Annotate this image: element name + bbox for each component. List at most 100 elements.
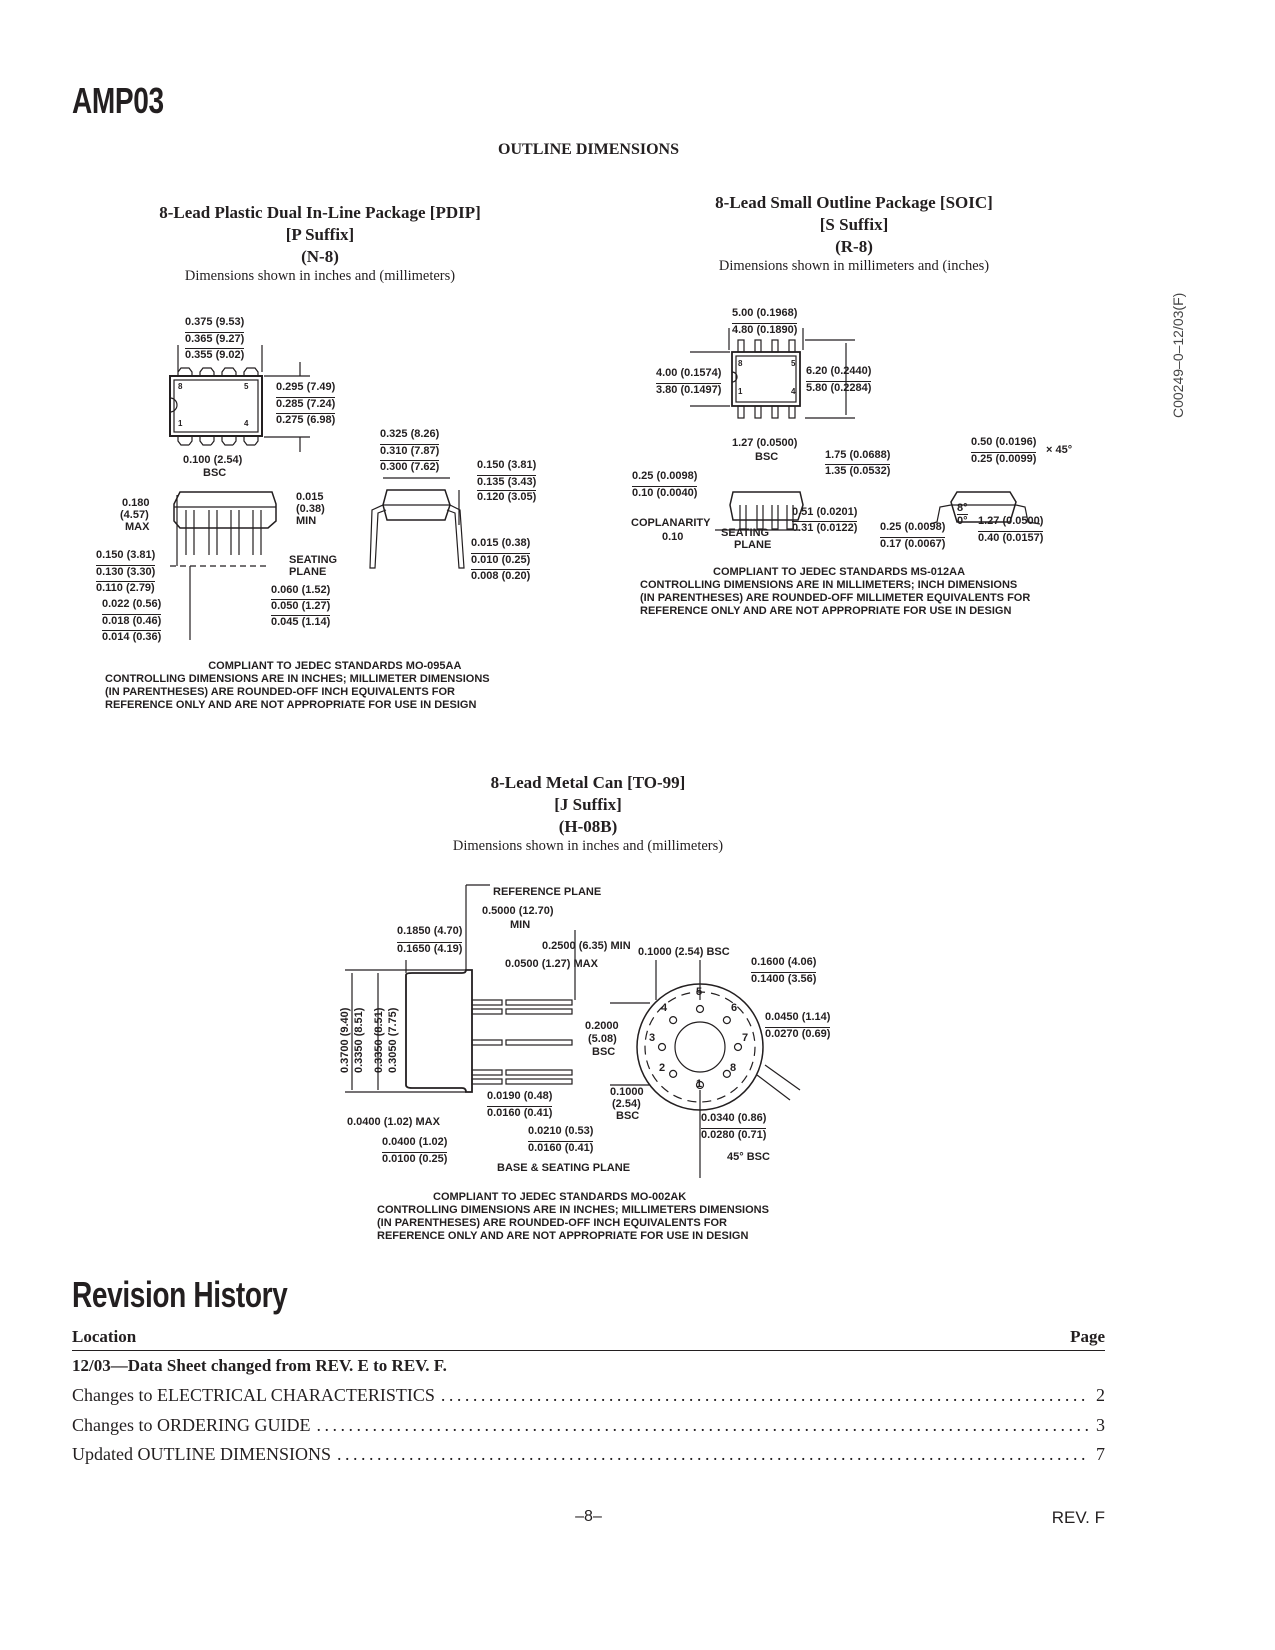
- revision-entry: Changes to ORDERING GUIDE...............…: [72, 1415, 1105, 1435]
- page-number: –8–: [575, 1508, 602, 1525]
- to99-dimension-label: 1: [696, 1078, 703, 1090]
- to99-dimension-label: 8: [730, 1062, 737, 1074]
- to99-dimension-label: 7: [742, 1032, 749, 1044]
- to99-dimension-label: 45° BSC: [727, 1151, 770, 1163]
- soic-dimension-label: 8°: [957, 502, 968, 514]
- soic-dimension-label: 4.00 (0.1574): [656, 367, 722, 379]
- to99-note-line: REFERENCE ONLY AND ARE NOT APPROPRIATE F…: [377, 1230, 749, 1242]
- pdip-dimension-label: 5: [244, 382, 249, 391]
- pdip-dimension-label: 0.008 (0.20): [471, 569, 531, 582]
- to99-dimension-label: 0.1850 (4.70): [397, 925, 463, 937]
- pdip-dimension-label: 0.310 (7.87): [380, 444, 440, 457]
- to99-dimension-label: 0.1400 (3.56): [751, 972, 817, 985]
- pdip-dimension-label: 0.300 (7.62): [380, 460, 440, 473]
- soic-note-jedec: COMPLIANT TO JEDEC STANDARDS MS-012AA: [713, 566, 966, 578]
- pdip-side-view: [170, 491, 277, 640]
- pin-hole-icon: [669, 1016, 678, 1025]
- pdip-code: (N-8): [301, 247, 339, 266]
- pin-icon: [221, 437, 237, 446]
- soic-dimension-label: 5: [791, 359, 796, 368]
- soic-dimension-label: 1: [738, 387, 743, 396]
- pdip-dimension-label: 0.275 (6.98): [276, 413, 336, 426]
- entry-text: Updated OUTLINE DIMENSIONS: [72, 1444, 331, 1464]
- pdip-note-line: CONTROLLING DIMENSIONS ARE IN INCHES; MI…: [105, 673, 490, 685]
- to99-dimension-label: BASE & SEATING PLANE: [497, 1162, 631, 1174]
- lead-icon: [471, 999, 503, 1006]
- soic-dimension-label: 0.31 (0.0122): [792, 521, 858, 534]
- pin-icon: [754, 339, 762, 353]
- pdip-dimension-label: 0.180: [122, 497, 150, 509]
- pin-icon: [177, 367, 193, 376]
- pin-hole-icon: [695, 1004, 705, 1014]
- to99-heading: 8-Lead Metal Can [TO-99] [J Suffix] (H-0…: [358, 772, 818, 855]
- pdip-dimension-label: MIN: [296, 515, 317, 527]
- pin-icon: [199, 437, 215, 446]
- soic-heading: 8-Lead Small Outline Package [SOIC] [S S…: [624, 192, 1084, 275]
- to99-dimension-label: 0.2000: [585, 1020, 619, 1032]
- to99-dimension-label: (5.08): [588, 1033, 617, 1045]
- pin-icon: [737, 339, 745, 353]
- to99-dimension-label: 0.0400 (1.02) MAX: [347, 1116, 440, 1128]
- pdip-dimension-label: 0.325 (8.26): [380, 428, 440, 440]
- soic-dimension-label: 0.10 (0.0040): [632, 486, 698, 499]
- to99-dimension-label: 0.0280 (0.71): [701, 1128, 767, 1141]
- pdip-dimension-label: 0.015 (0.38): [471, 537, 531, 549]
- to99-dimension-label: 0.0400 (1.02): [382, 1136, 448, 1148]
- to99-dimension-label: 0.0100 (0.25): [382, 1152, 448, 1165]
- pdip-dimension-label: 0.135 (3.43): [477, 475, 537, 488]
- soic-top-view: [690, 328, 855, 419]
- soic-dimension-label: 1.27 (0.0500): [978, 515, 1044, 527]
- lead-icon: [505, 1078, 573, 1085]
- lead-icon: [471, 1069, 503, 1076]
- column-location: Location: [72, 1327, 137, 1346]
- to99-code: (H-08B): [558, 817, 618, 836]
- pdip-dimension-label: MAX: [125, 521, 150, 533]
- to99-bottom-view: [610, 960, 801, 1178]
- soic-subtitle: Dimensions shown in millimeters and (inc…: [718, 258, 990, 274]
- table-rule: [72, 1350, 1105, 1351]
- pdip-note-line: (IN PARENTHESES) ARE ROUNDED-OFF INCH EQ…: [105, 686, 455, 698]
- pdip-dimension-label: 0.050 (1.27): [271, 599, 331, 612]
- to99-dimension-label: 0.0450 (1.14): [765, 1011, 831, 1023]
- to99-dimension-label: 3: [649, 1032, 656, 1044]
- soic-end-view: [929, 491, 1041, 525]
- pin-icon: [737, 405, 745, 419]
- to99-dimension-label: BSC: [616, 1110, 640, 1122]
- to99-suffix: [J Suffix]: [554, 795, 622, 814]
- soic-dimension-label: 5.00 (0.1968): [732, 307, 798, 319]
- soic-dimension-label: 0.25 (0.0098): [880, 521, 946, 533]
- soic-dimension-label: 1.27 (0.0500): [732, 437, 798, 449]
- soic-dimension-label: × 45°: [1046, 444, 1073, 456]
- to99-dimension-label: 0.1000 (2.54) BSC: [638, 946, 730, 958]
- soic-dimension-label: 0.17 (0.0067): [880, 537, 946, 550]
- to99-dimension-label: 0.0340 (0.86): [701, 1112, 767, 1124]
- pdip-dimension-label: 0.130 (3.30): [96, 565, 156, 578]
- pdip-heading: 8-Lead Plastic Dual In-Line Package [PDI…: [90, 202, 550, 285]
- entry-page: 3: [1096, 1415, 1105, 1435]
- to99-note-line: (IN PARENTHESES) ARE ROUNDED-OFF INCH EQ…: [377, 1217, 727, 1229]
- to99-dimension-label: 0.3350 (8.51): [353, 1007, 365, 1073]
- pdip-dimension-label: 0.150 (3.81): [477, 459, 537, 471]
- pdip-title: 8-Lead Plastic Dual In-Line Package [PDI…: [159, 203, 481, 222]
- entry-text: Changes to ORDERING GUIDE: [72, 1415, 311, 1435]
- pin-hole-icon: [657, 1042, 667, 1052]
- pin-icon: [771, 405, 779, 419]
- to99-dimension-label: 0.3350 (8.51): [373, 1007, 385, 1073]
- soic-dimension-label: 1.75 (0.0688): [825, 449, 891, 461]
- soic-code: (R-8): [835, 237, 873, 256]
- soic-note-line: REFERENCE ONLY AND ARE NOT APPROPRIATE F…: [640, 605, 1012, 617]
- revision-group: 12/03—Data Sheet changed from REV. E to …: [72, 1356, 447, 1375]
- soic-dimension-label: 3.80 (0.1497): [656, 383, 722, 396]
- revision-history-title: Revision History: [72, 1274, 288, 1315]
- pin-icon: [243, 437, 259, 446]
- to99-title: 8-Lead Metal Can [TO-99]: [490, 773, 686, 792]
- pdip-dimension-label: 0.365 (9.27): [185, 332, 245, 345]
- to99-dimension-label: 0.1000: [610, 1086, 644, 1098]
- pdip-dimension-label: 0.018 (0.46): [102, 614, 162, 627]
- pdip-dimension-label: SEATING: [289, 554, 338, 566]
- pdip-dimension-label: 0.060 (1.52): [271, 584, 331, 596]
- pin-hole-icon: [722, 1016, 731, 1025]
- pdip-notes: COMPLIANT TO JEDEC STANDARDS MO-095AA CO…: [105, 660, 490, 712]
- entry-page: 2: [1096, 1385, 1105, 1405]
- lead-icon: [505, 999, 573, 1006]
